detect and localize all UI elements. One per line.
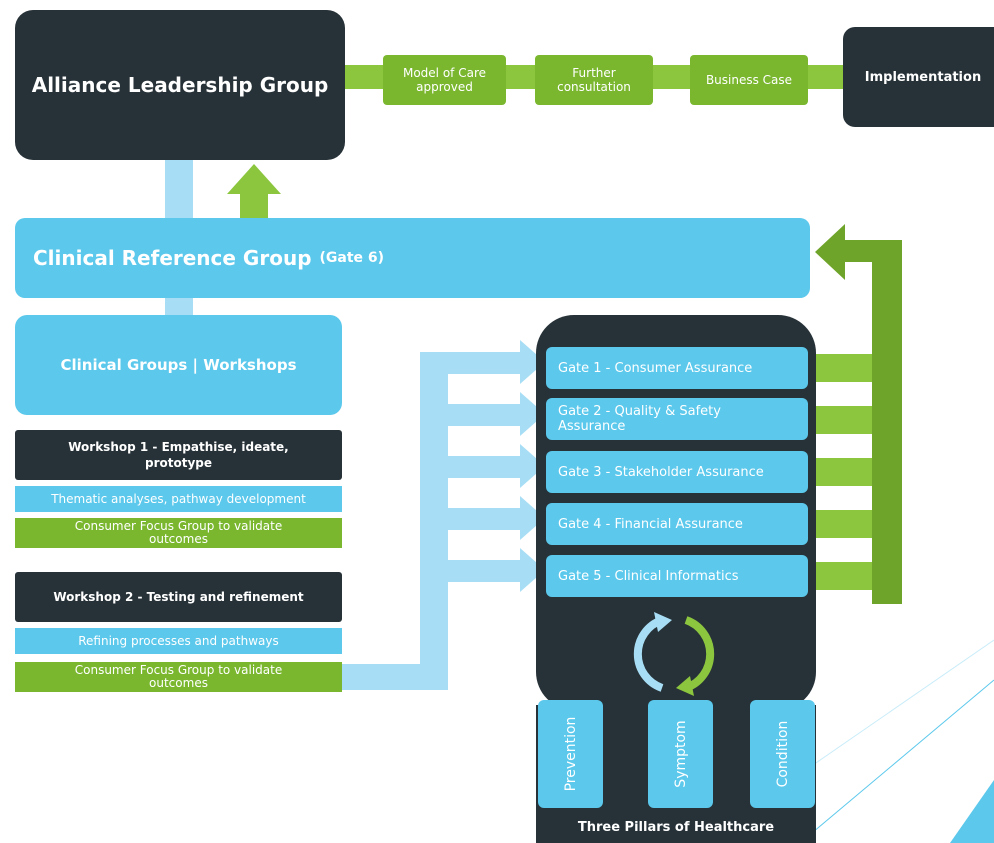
step-business-case: Business Case: [690, 55, 808, 105]
alliance-leadership-group: Alliance Leadership Group: [15, 10, 345, 160]
clinical-groups-label: Clinical Groups | Workshops: [60, 356, 297, 374]
gate-label: Gate 2 - Quality & Safety Assurance: [558, 404, 721, 434]
consumer-focus-group-2: Consumer Focus Group to validate outcome…: [15, 662, 342, 692]
consumer-focus-label: Consumer Focus Group to validate outcome…: [74, 663, 283, 690]
step-model-of-care: Model of Care approved: [383, 55, 506, 105]
pillars-caption: Three Pillars of Healthcare: [536, 812, 816, 843]
workshop-1-title: Workshop 1 - Empathise, ideate, prototyp…: [68, 440, 289, 470]
return-arrow-icon: [815, 224, 902, 604]
pillar-prevention: Prevention: [538, 700, 603, 808]
thematic-analyses: Thematic analyses, pathway development: [15, 486, 342, 512]
cycle-icon: [633, 612, 715, 696]
gate-label: Gate 5 - Clinical Informatics: [558, 568, 739, 584]
step-label: Further consultation: [557, 66, 631, 94]
pillar-condition: Condition: [750, 700, 815, 808]
alg-crg-connector: [165, 160, 193, 220]
thematic-label: Thematic analyses, pathway development: [51, 491, 306, 506]
gate-label: Gate 1 - Consumer Assurance: [558, 360, 753, 376]
crg-groups-connector: [165, 296, 193, 316]
refining-label: Refining processes and pathways: [78, 633, 279, 648]
gate-label: Gate 4 - Financial Assurance: [558, 516, 743, 532]
alliance-leadership-group-label: Alliance Leadership Group: [31, 73, 329, 97]
decor-line: [799, 679, 994, 843]
crg-title: Clinical Reference Group: [33, 246, 312, 270]
step-further-consultation: Further consultation: [535, 55, 653, 105]
gate-5: Gate 5 - Clinical Informatics: [546, 555, 808, 597]
step-label: Model of Care approved: [402, 66, 486, 94]
crg-gate: (Gate 6): [319, 250, 385, 266]
pillar-symptom: Symptom: [648, 700, 713, 808]
pillar-label: Prevention: [562, 716, 579, 792]
gate-entry-arrows: [448, 392, 545, 592]
workshop-2-title: Workshop 2 - Testing and refinement: [53, 590, 304, 604]
workshop-2: Workshop 2 - Testing and refinement: [15, 572, 342, 622]
gate-1: Gate 1 - Consumer Assurance: [546, 347, 808, 389]
pillar-label: Condition: [774, 720, 791, 788]
decor-triangle: [950, 780, 994, 843]
feedback-arrow-icon: [340, 340, 545, 690]
step-label: Business Case: [705, 73, 793, 87]
implementation-box: Implementation: [843, 27, 994, 127]
gate-4: Gate 4 - Financial Assurance: [546, 503, 808, 545]
clinical-reference-group: Clinical Reference Group (Gate 6): [15, 218, 810, 298]
implementation-label: Implementation: [864, 69, 982, 85]
gate-2: Gate 2 - Quality & Safety Assurance: [546, 398, 808, 440]
up-arrow-icon: [227, 164, 281, 218]
refining-processes: Refining processes and pathways: [15, 628, 342, 654]
pillars-caption-label: Three Pillars of Healthcare: [577, 820, 775, 835]
gate-label: Gate 3 - Stakeholder Assurance: [558, 464, 764, 480]
consumer-focus-label: Consumer Focus Group to validate outcome…: [74, 519, 283, 546]
workshop-1: Workshop 1 - Empathise, ideate, prototyp…: [15, 430, 342, 480]
gate-3: Gate 3 - Stakeholder Assurance: [546, 451, 808, 493]
consumer-focus-group-1: Consumer Focus Group to validate outcome…: [15, 518, 342, 548]
pillar-label: Symptom: [672, 720, 689, 788]
clinical-groups-workshops: Clinical Groups | Workshops: [15, 315, 342, 415]
